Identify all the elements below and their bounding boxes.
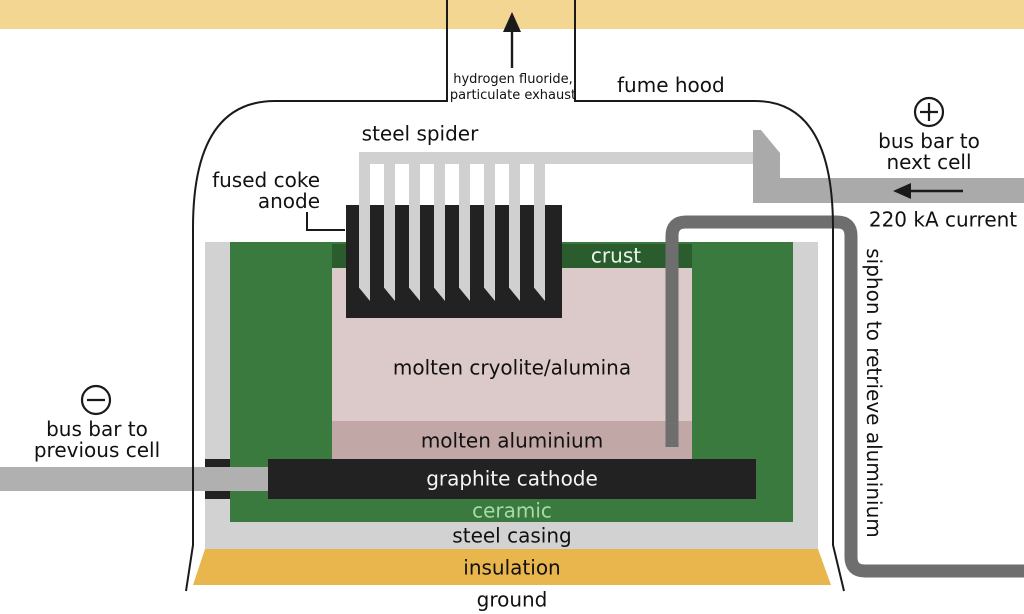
spider-rod bbox=[359, 152, 370, 301]
cryolite-label: molten cryolite/alumina bbox=[392, 355, 632, 380]
molten-aluminium-label: molten aluminium bbox=[420, 428, 604, 453]
spider-rod bbox=[534, 152, 545, 301]
fused-coke-anode-label: fused coke anode bbox=[212, 168, 320, 213]
bus-bar-next-label: bus bar to next cell bbox=[878, 129, 980, 174]
ground-layer bbox=[0, 0, 1024, 29]
steel-casing-label: steel casing bbox=[452, 523, 572, 548]
insulation-label: insulation bbox=[463, 555, 561, 580]
spider-rod bbox=[459, 152, 470, 301]
anode-pointer-line bbox=[306, 212, 345, 231]
plus-terminal-icon bbox=[913, 96, 945, 128]
exhaust-label: hydrogen fluoride, particulate exhaust bbox=[449, 72, 577, 103]
spider-rod bbox=[509, 152, 520, 301]
spider-rod bbox=[434, 152, 445, 301]
spider-rod bbox=[484, 152, 495, 301]
fume-hood-label: fume hood bbox=[617, 73, 725, 97]
graphite-cathode-label: graphite cathode bbox=[426, 466, 598, 491]
current-label: 220 kA current bbox=[868, 207, 1018, 232]
cathode-collector-seal-bottom bbox=[205, 491, 230, 499]
crust-label: crust bbox=[590, 243, 642, 268]
spider-rod bbox=[384, 152, 395, 301]
steel-spider-label: steel spider bbox=[361, 121, 479, 146]
spider-rod bbox=[409, 152, 420, 301]
bus-bar-previous-label: bus bar to previous cell bbox=[33, 417, 161, 462]
siphon-label: siphon to retrieve aluminium bbox=[862, 248, 886, 538]
ground-label: ground bbox=[476, 587, 548, 612]
minus-terminal-icon bbox=[80, 384, 112, 416]
cathode-collector-seal-top bbox=[205, 459, 230, 467]
ceramic-label: ceramic bbox=[472, 498, 552, 523]
fused-coke-anode-block bbox=[346, 205, 562, 318]
bus-bar-previous-cell bbox=[0, 467, 268, 491]
